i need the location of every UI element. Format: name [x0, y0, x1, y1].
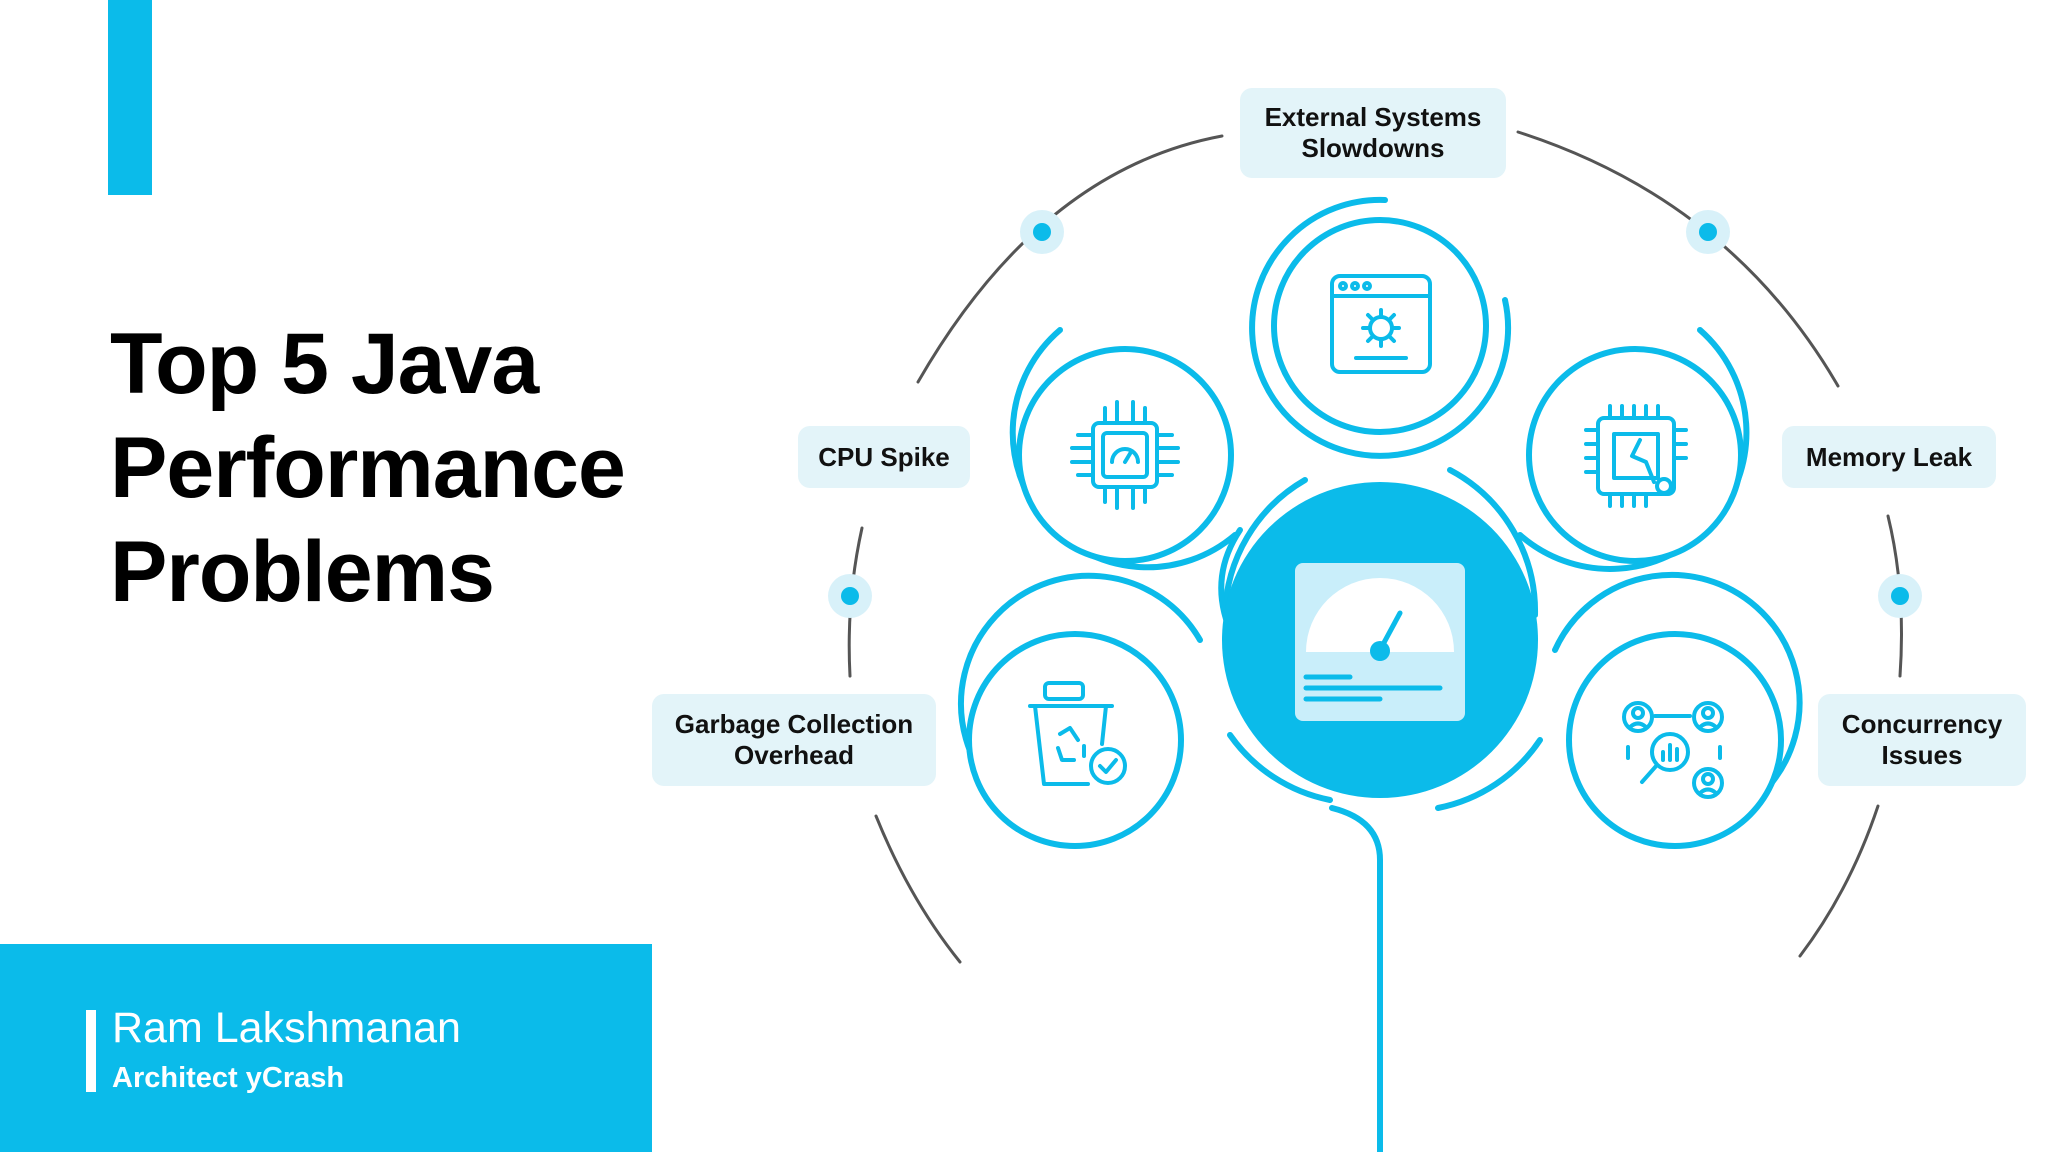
- arc-top-right: [1516, 130, 1840, 388]
- author-box: Ram Lakshmanan Architect yCrash: [0, 944, 652, 1152]
- node-cpu-spike: [1009, 327, 1238, 571]
- label-cpu-spike: CPU Spike: [798, 426, 970, 488]
- chip-leak-icon: [1584, 404, 1688, 508]
- dot-top-left: [1020, 210, 1064, 254]
- author-name: Ram Lakshmanan: [112, 1004, 461, 1052]
- node-memory-leak: [1517, 327, 1750, 572]
- accent-bar: [108, 0, 152, 195]
- center-hub: [1222, 482, 1538, 798]
- page-title: Top 5 Java Performance Problems: [110, 312, 730, 624]
- label-garbage-collection: Garbage Collection Overhead: [652, 694, 936, 786]
- dot-left: [828, 574, 872, 618]
- title-line-3: Problems: [110, 524, 495, 620]
- node-concurrency: [1552, 571, 1803, 849]
- dot-top-right: [1686, 210, 1730, 254]
- node-external-systems: [1249, 196, 1512, 459]
- arc-bottom-right: [1798, 804, 1880, 958]
- author-role: Architect yCrash: [112, 1062, 345, 1094]
- title-line-1: Top 5 Java: [110, 316, 539, 412]
- performance-dashboard-icon: [1295, 563, 1465, 721]
- dot-right: [1878, 574, 1922, 618]
- connector-dots: [828, 210, 1922, 618]
- cpu-gauge-icon: [1070, 400, 1180, 510]
- users-analytics-icon: [1622, 701, 1724, 799]
- recycle-bin-icon: [1028, 681, 1127, 786]
- title-line-2: Performance: [110, 420, 626, 516]
- label-external-systems: External Systems Slowdowns: [1240, 88, 1506, 178]
- browser-settings-icon: [1330, 274, 1432, 374]
- author-divider: [86, 1010, 96, 1092]
- arc-top-left: [916, 134, 1224, 384]
- label-memory-leak: Memory Leak: [1782, 426, 1996, 488]
- node-garbage-collection: [958, 572, 1203, 849]
- label-concurrency: Concurrency Issues: [1818, 694, 2026, 786]
- arc-bottom-left: [874, 814, 962, 964]
